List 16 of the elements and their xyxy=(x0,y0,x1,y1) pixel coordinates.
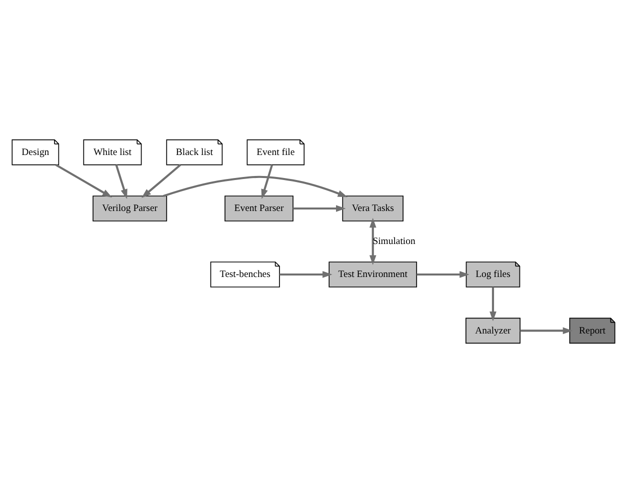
arrow xyxy=(280,270,332,278)
arrow xyxy=(490,286,496,321)
arrow xyxy=(520,326,573,334)
node-box: Test Environment xyxy=(328,261,418,287)
node-box: Analyzer xyxy=(466,317,520,344)
arrow xyxy=(416,270,470,278)
arrow xyxy=(163,175,348,197)
node-box: Vera Tasks xyxy=(342,195,404,221)
arrow xyxy=(293,204,346,212)
arrow xyxy=(115,164,128,198)
arrow xyxy=(55,163,112,198)
arrow xyxy=(141,164,182,198)
node-box: Verilog Parser xyxy=(92,195,168,221)
node-box: Event Parser xyxy=(224,195,294,221)
arrow xyxy=(261,164,274,198)
arrow xyxy=(369,217,376,264)
